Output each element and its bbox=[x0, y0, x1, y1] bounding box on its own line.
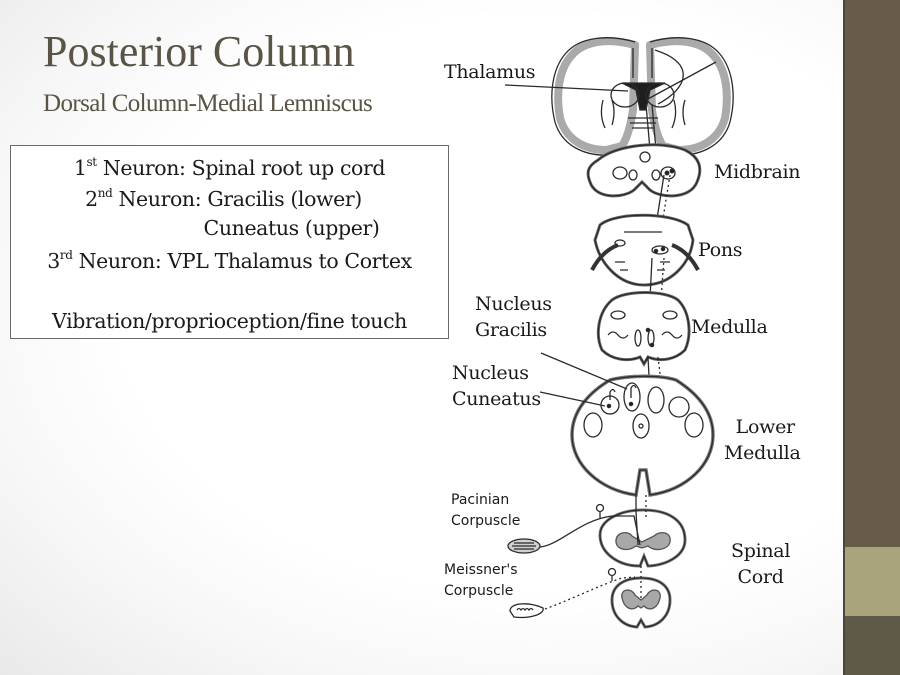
neuron-line-1: 1st Neuron: Spinal root up cord bbox=[11, 156, 448, 179]
dcml-pathway-diagram bbox=[504, 37, 734, 629]
slide-subtitle: Dorsal Column-Medial Lemniscus bbox=[43, 90, 373, 117]
label-pacinian-corpuscle: Pacinian Corpuscle bbox=[451, 490, 520, 532]
label-medulla: Medulla bbox=[691, 316, 768, 338]
spinal-cord-lower-section bbox=[610, 566, 672, 629]
label-pons: Pons bbox=[698, 239, 743, 261]
info-box: 1st Neuron: Spinal root up cord 2nd Neur… bbox=[10, 145, 449, 339]
label-nucleus-gracilis: Nucleus Gracilis bbox=[475, 291, 552, 343]
slide-title: Posterior Column bbox=[43, 27, 355, 76]
neuron-text: Cuneatus (upper) bbox=[203, 216, 380, 240]
neuron-text: Neuron: Spinal root up cord bbox=[96, 156, 386, 180]
label-midbrain: Midbrain bbox=[714, 161, 801, 183]
neuron-text: Neuron: Gracilis (lower) bbox=[112, 187, 362, 211]
label-line: Nucleus bbox=[475, 293, 552, 315]
thalamus-leader-line bbox=[504, 84, 629, 92]
label-line: Corpuscle bbox=[451, 513, 521, 529]
label-line: Nucleus bbox=[452, 362, 529, 384]
label-lower-medulla: Lower Medulla bbox=[724, 414, 801, 466]
label-meissner-corpuscle: Meissner's Corpuscle bbox=[444, 560, 518, 602]
medulla-section bbox=[596, 291, 691, 456]
ordinal-suffix: rd bbox=[59, 248, 73, 262]
neuron-text: Neuron: VPL Thalamus to Cortex bbox=[72, 249, 413, 273]
ordinal: 1 bbox=[73, 156, 87, 180]
midbrain-section bbox=[586, 143, 702, 261]
slide: Posterior Column Dorsal Column-Medial Le… bbox=[10, 27, 801, 629]
label-thalamus: Thalamus bbox=[444, 61, 536, 83]
label-spinal-cord: Spinal Cord bbox=[731, 538, 790, 590]
neuron-line-3: 3rd Neuron: VPL Thalamus to Cortex bbox=[11, 249, 448, 272]
decorative-sidebar bbox=[843, 0, 900, 675]
label-nucleus-cuneatus: Nucleus Cuneatus bbox=[452, 360, 541, 412]
lower-medulla-section bbox=[570, 374, 715, 497]
meissner-corpuscle-drawing bbox=[509, 567, 636, 619]
ordinal-suffix: nd bbox=[97, 186, 113, 200]
label-line: Pacinian bbox=[451, 492, 510, 508]
label-line: Cord bbox=[737, 566, 784, 589]
label-line: Medulla bbox=[724, 442, 801, 465]
pacinian-corpuscle-drawing bbox=[507, 503, 641, 554]
gracilis-leader-line bbox=[540, 352, 628, 390]
label-line: Cuneatus bbox=[452, 388, 541, 411]
sidebar-bottom-block bbox=[845, 616, 900, 675]
label-line: Gracilis bbox=[475, 319, 547, 342]
modalities-line: Vibration/proprioception/fine touch bbox=[52, 309, 407, 333]
sidebar-accent-band bbox=[845, 547, 900, 616]
neuron-line-2: 2nd Neuron: Gracilis (lower) bbox=[5, 187, 442, 210]
neuron-line-2b: Cuneatus (upper) bbox=[73, 218, 510, 239]
label-line: Lower bbox=[735, 416, 795, 438]
label-line: Corpuscle bbox=[444, 583, 514, 599]
ordinal-suffix: st bbox=[86, 155, 98, 169]
ordinal: 3 bbox=[47, 249, 60, 273]
label-line: Meissner's bbox=[444, 562, 518, 578]
cuneatus-leader-line bbox=[539, 391, 606, 407]
label-line: Spinal bbox=[731, 540, 791, 562]
brain-coronal-section bbox=[551, 37, 734, 176]
ordinal: 2 bbox=[85, 187, 98, 211]
spinal-cord-upper-section bbox=[598, 495, 687, 568]
